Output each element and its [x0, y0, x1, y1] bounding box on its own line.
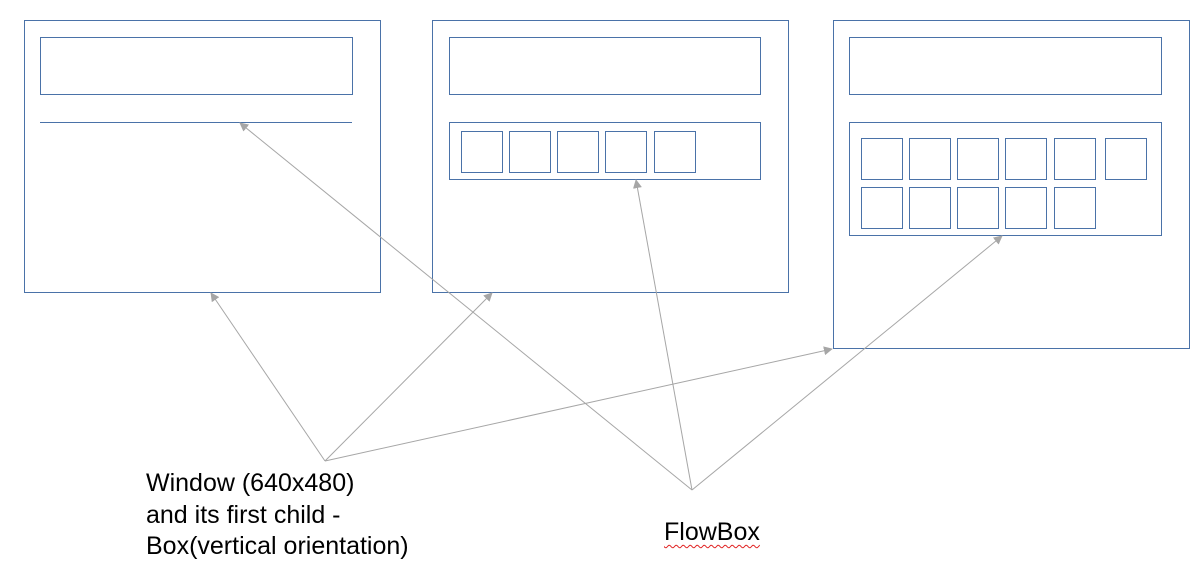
flowbox-children	[861, 138, 1147, 229]
window-box-caption: Window (640x480) and its first child - B…	[146, 468, 409, 563]
flowbox-caption-text: FlowBox	[664, 518, 760, 546]
flowbox-child	[957, 138, 999, 180]
arrow-to-window-2	[324, 292, 493, 462]
flowbox-child	[909, 138, 951, 180]
arrow-to-flowbox-2	[633, 179, 693, 491]
window-frame	[833, 20, 1190, 349]
flowbox-frame	[449, 122, 761, 180]
flowbox-child	[654, 131, 696, 173]
panel-2	[432, 20, 789, 293]
window-frame	[432, 20, 789, 293]
flowbox-children	[461, 131, 696, 173]
window-frame	[24, 20, 381, 293]
flowbox-child	[557, 131, 599, 173]
flowbox-arrows	[239, 122, 1003, 491]
flowbox-child	[957, 187, 999, 229]
arrow-to-window-1	[210, 292, 326, 462]
flowbox-child	[861, 138, 903, 180]
arrow-to-flowbox-3	[691, 235, 1003, 491]
arrow-to-flowbox-1	[239, 122, 693, 491]
flowbox-child	[1054, 138, 1096, 180]
header-box	[449, 37, 761, 95]
flowbox-child	[861, 187, 903, 229]
flowbox-child	[509, 131, 551, 173]
caption-line: Box(vertical orientation)	[146, 532, 409, 560]
header-box	[849, 37, 1162, 95]
header-box	[40, 37, 353, 95]
flowbox-child	[605, 131, 647, 173]
panel-1	[24, 20, 381, 293]
flowbox-child	[1005, 187, 1047, 229]
flowbox-child	[909, 187, 951, 229]
flowbox-child	[1005, 138, 1047, 180]
caption-line: and its first child -	[146, 500, 341, 529]
flowbox-child	[1105, 138, 1147, 180]
flowbox-caption: FlowBox	[664, 517, 760, 549]
flowbox-child	[461, 131, 503, 173]
flowbox-frame	[849, 122, 1162, 236]
caption-line: Window (640x480)	[146, 469, 355, 497]
panel-3	[833, 20, 1190, 349]
flowbox-child	[1054, 187, 1096, 229]
window-arrows	[210, 292, 833, 462]
arrow-to-window-3	[324, 346, 833, 462]
